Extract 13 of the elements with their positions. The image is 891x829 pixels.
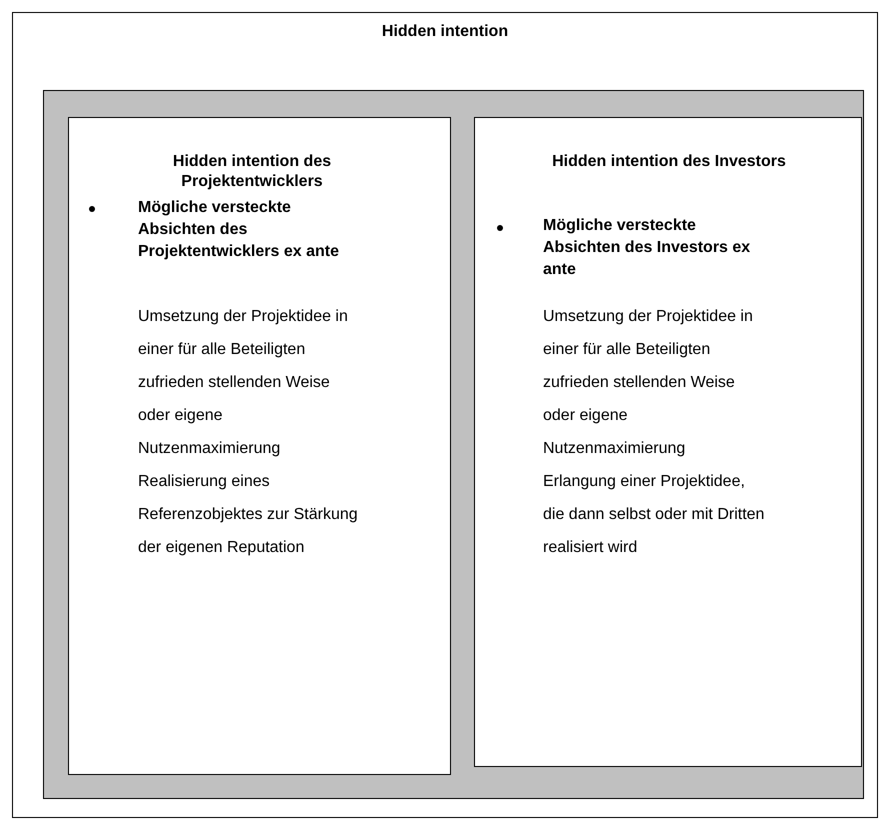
outer-frame — [12, 12, 878, 818]
shaded-band — [43, 90, 864, 799]
text-panel — [474, 117, 862, 767]
paragraph: Erlangung einer Projektidee, die dann selbst oder mit Dritten realisiert wird — [543, 472, 765, 558]
paragraph: Umsetzung der Projektidee in einer für alle Beteiligten zufrieden stellenden Weise oder eigene Nutzenmaximierung — [543, 307, 754, 459]
frame-heading: Hidden intention — [380, 23, 510, 41]
panel-heading: Hidden intention des Investors — [551, 152, 787, 172]
paragraph: Realisierung eines Referenzobjektes zur Stärkung der eigenen Reputation — [138, 472, 359, 558]
text-panel — [68, 117, 451, 775]
panel-heading: Hidden intention des Projektentwicklers — [172, 152, 332, 192]
paragraph: Umsetzung der Projektidee in einer für alle Beteiligten zufrieden stellenden Weise oder eigene Nutzenmaximierung — [138, 307, 349, 459]
bullet-heading: Mögliche versteckte Absichten des Investors ex ante — [543, 216, 752, 280]
bullet-heading: Mögliche versteckte Absichten des Projektentwicklers ex ante — [138, 198, 340, 262]
